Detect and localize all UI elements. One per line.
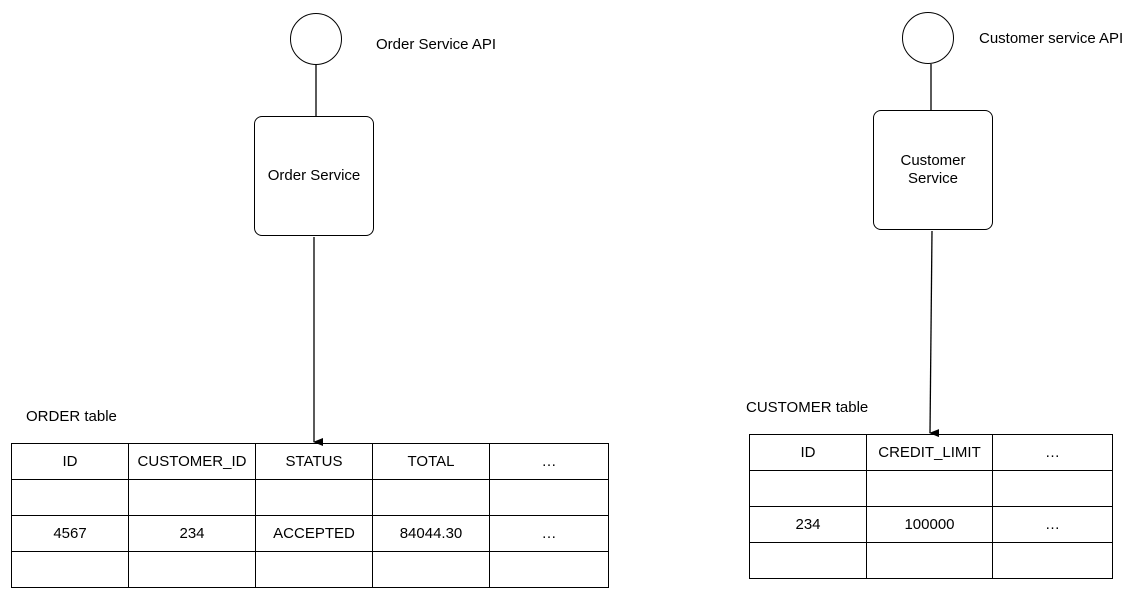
- table-cell: [749, 542, 867, 579]
- table-cell: [255, 479, 373, 516]
- table-header-cell: CREDIT_LIMIT: [866, 434, 993, 471]
- table-header-row: ID CUSTOMER_ID STATUS TOTAL …: [11, 443, 609, 480]
- table-cell: 4567: [11, 515, 129, 552]
- table-cell: 84044.30: [372, 515, 490, 552]
- table-header-cell: STATUS: [255, 443, 373, 480]
- table-cell: [11, 551, 129, 588]
- table-cell: [11, 479, 129, 516]
- table-cell: [866, 470, 993, 507]
- table-cell: …: [489, 515, 609, 552]
- table-row: [749, 542, 1113, 579]
- table-cell: [866, 542, 993, 579]
- table-cell: [992, 542, 1113, 579]
- table-row: 234 100000 …: [749, 506, 1113, 543]
- table-header-cell: TOTAL: [372, 443, 490, 480]
- table-cell: [489, 551, 609, 588]
- customer-table: ID CREDIT_LIMIT … 234 100000 …: [749, 434, 1113, 579]
- table-cell: 234: [749, 506, 867, 543]
- order-table: ID CUSTOMER_ID STATUS TOTAL … 4567 234 A…: [11, 443, 609, 588]
- table-header-row: ID CREDIT_LIMIT …: [749, 434, 1113, 471]
- order-table-title: ORDER table: [26, 408, 117, 425]
- table-header-cell: ID: [11, 443, 129, 480]
- customer-api-endpoint-icon: [902, 12, 954, 64]
- table-row: [11, 551, 609, 588]
- table-cell: [749, 470, 867, 507]
- table-cell: [372, 479, 490, 516]
- customer-api-label: Customer service API: [979, 30, 1124, 47]
- table-cell: [489, 479, 609, 516]
- table-cell: [255, 551, 373, 588]
- customer-service-label: Customer Service: [900, 152, 966, 187]
- table-cell: …: [992, 506, 1113, 543]
- table-cell: [128, 551, 256, 588]
- customer-db-arrow: [929, 230, 940, 438]
- table-row: [11, 479, 609, 516]
- table-row: 4567 234 ACCEPTED 84044.30 …: [11, 515, 609, 552]
- table-cell: [992, 470, 1113, 507]
- table-cell: [128, 479, 256, 516]
- table-cell: 100000: [866, 506, 993, 543]
- order-api-label: Order Service API: [376, 36, 497, 53]
- order-service-label: Order Service: [267, 167, 361, 184]
- table-header-cell: …: [489, 443, 609, 480]
- table-row: [749, 470, 1113, 507]
- order-api-endpoint-icon: [290, 13, 342, 65]
- table-cell: [372, 551, 490, 588]
- order-service-box: Order Service: [254, 116, 374, 236]
- customer-table-title: CUSTOMER table: [746, 399, 869, 416]
- table-header-cell: …: [992, 434, 1113, 471]
- customer-service-box: Customer Service: [873, 110, 993, 230]
- table-cell: ACCEPTED: [255, 515, 373, 552]
- table-header-cell: CUSTOMER_ID: [128, 443, 256, 480]
- table-cell: 234: [128, 515, 256, 552]
- table-header-cell: ID: [749, 434, 867, 471]
